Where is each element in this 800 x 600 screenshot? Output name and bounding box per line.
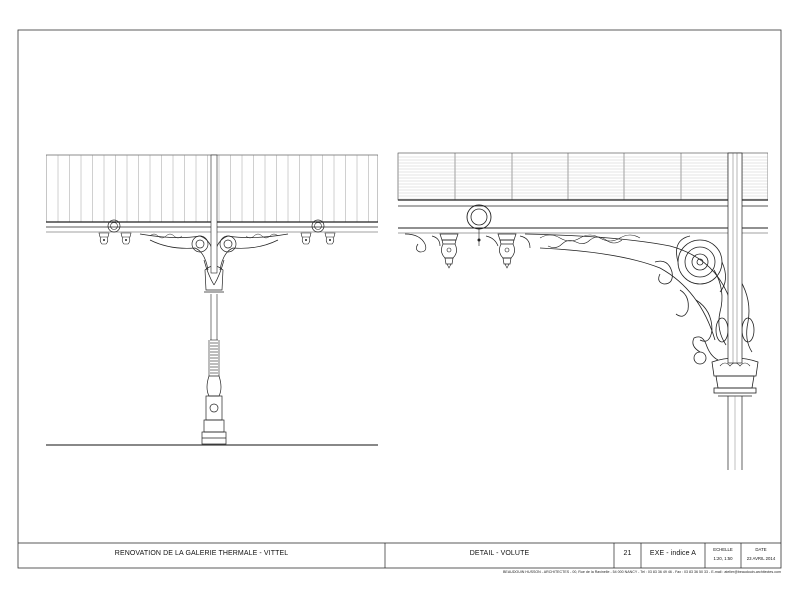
column-detail bbox=[727, 152, 743, 364]
sheet-number: 21 bbox=[623, 550, 632, 557]
glazing-ribs bbox=[57, 155, 369, 222]
column-base bbox=[201, 375, 227, 445]
column-shaft bbox=[210, 154, 218, 274]
date-value: 23 AVRIL 2014 bbox=[746, 556, 776, 561]
volute-main bbox=[524, 233, 755, 365]
title-block bbox=[18, 542, 781, 568]
footer-credit: BEAUDOUIN HUSSON - ARCHITECTES - 00, Rue… bbox=[503, 570, 781, 574]
volute-bracket-left bbox=[139, 233, 215, 286]
sheet-title: DETAIL - VOLUTE bbox=[469, 550, 530, 557]
project-title: RENOVATION DE LA GALERIE THERMALE - VITT… bbox=[114, 550, 289, 557]
capital-detail bbox=[711, 357, 759, 397]
scale-label: ECHELLE bbox=[713, 547, 733, 552]
phase-index: EXE - indice A bbox=[649, 550, 697, 557]
sheet-border bbox=[17, 29, 782, 569]
detail-view bbox=[397, 152, 768, 470]
small-scrolls bbox=[404, 233, 531, 253]
scale-value: 1:20, 1:50 bbox=[713, 556, 733, 561]
volute-bracket-right bbox=[213, 233, 289, 286]
column-capital bbox=[204, 265, 224, 291]
column-fluting bbox=[208, 339, 220, 376]
rosette-right bbox=[311, 219, 325, 233]
elevation-view bbox=[46, 154, 378, 446]
date-label: DATE bbox=[755, 547, 767, 552]
rosette-left bbox=[107, 219, 121, 233]
